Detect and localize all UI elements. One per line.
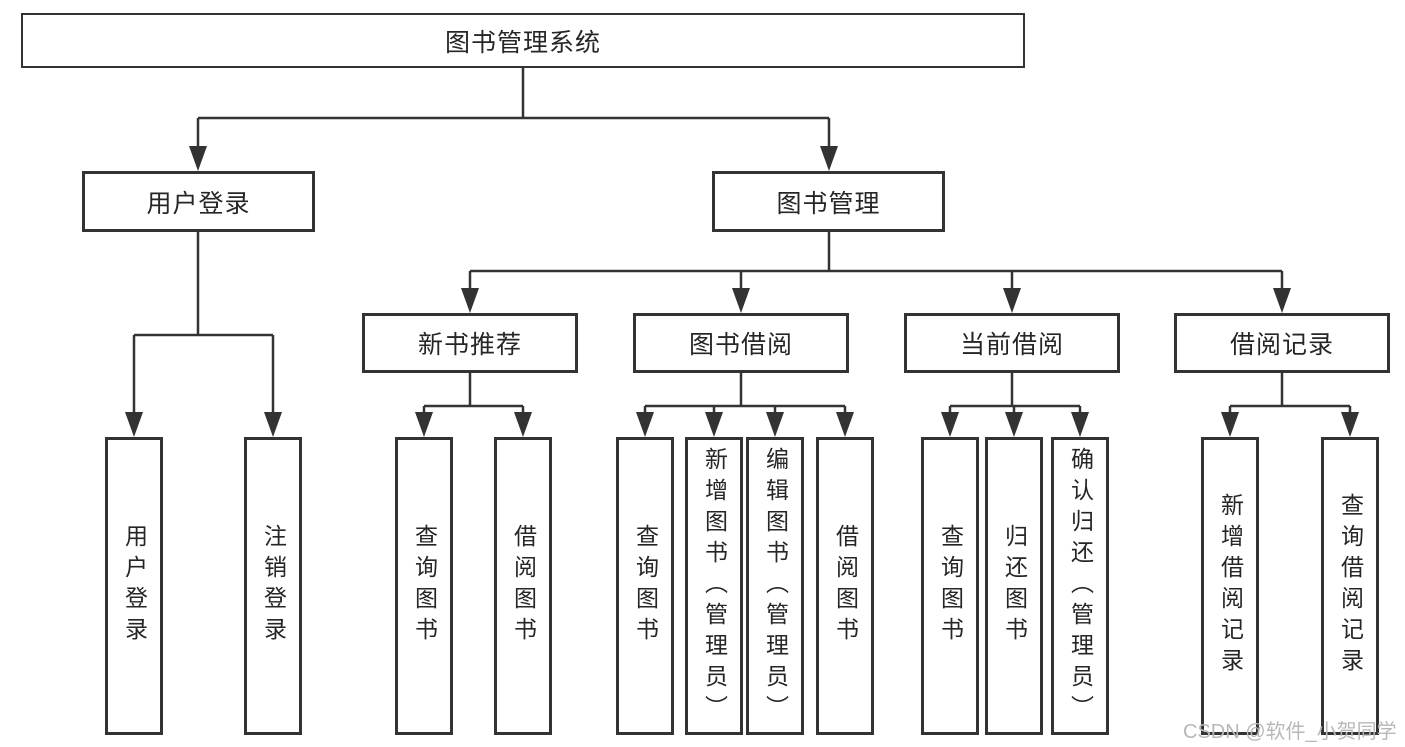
leaf-query-borrow-record: 查询借阅记录 <box>1321 437 1379 735</box>
node-book-management: 图书管理 <box>712 171 945 232</box>
node-user-login: 用户登录 <box>82 171 315 232</box>
leaf-label: 归还图书 <box>1001 524 1028 648</box>
leaf-borrow-book-recommend: 借阅图书 <box>494 437 552 735</box>
arrow-down-icon <box>189 146 207 171</box>
arrow-down-icon <box>1003 288 1021 313</box>
leaf-return-book: 归还图书 <box>985 437 1043 735</box>
arrow-down-icon <box>836 412 854 437</box>
leaf-label: 查询图书 <box>411 524 438 648</box>
node-label: 图书管理 <box>776 189 881 218</box>
leaf-label: 新增图书（管理员） <box>701 446 728 726</box>
node-current-borrowing: 当前借阅 <box>904 313 1120 373</box>
leaf-label: 查询图书 <box>937 524 964 648</box>
arrow-down-icon <box>1005 412 1023 437</box>
arrow-down-icon <box>461 288 479 313</box>
leaf-label: 借阅图书 <box>832 524 859 648</box>
node-label: 新书推荐 <box>417 331 522 359</box>
arrow-down-icon <box>705 412 723 437</box>
leaf-edit-book-admin: 编辑图书（管理员） <box>746 437 804 735</box>
leaf-borrow-book: 借阅图书 <box>816 437 874 735</box>
leaf-query-book-current: 查询图书 <box>921 437 979 735</box>
leaf-label: 注销登录 <box>260 524 287 648</box>
arrow-down-icon <box>636 412 654 437</box>
node-new-book-recommend: 新书推荐 <box>362 313 578 373</box>
arrow-down-icon <box>1273 288 1291 313</box>
arrow-down-icon <box>732 288 750 313</box>
node-label: 图书管理系统 <box>444 28 601 57</box>
arrow-down-icon <box>1341 412 1359 437</box>
leaf-confirm-return-admin: 确认归还（管理员） <box>1051 437 1109 735</box>
leaf-label: 编辑图书（管理员） <box>762 446 789 726</box>
leaf-label: 查询图书 <box>632 524 659 648</box>
leaf-add-borrow-record: 新增借阅记录 <box>1201 437 1259 735</box>
leaf-label: 借阅图书 <box>510 524 537 648</box>
node-library-management-system: 图书管理系统 <box>21 13 1025 68</box>
arrow-down-icon <box>264 412 282 437</box>
node-label: 当前借阅 <box>959 331 1064 359</box>
arrow-down-icon <box>1221 412 1239 437</box>
leaf-label: 用户登录 <box>121 524 148 648</box>
node-borrowing-records: 借阅记录 <box>1174 313 1390 373</box>
arrow-down-icon <box>514 412 532 437</box>
leaf-logout-login: 注销登录 <box>244 437 302 735</box>
leaf-label: 查询借阅记录 <box>1337 493 1364 679</box>
arrow-down-icon <box>125 412 143 437</box>
node-book-borrowing: 图书借阅 <box>633 313 849 373</box>
arrow-down-icon <box>1071 412 1089 437</box>
arrow-down-icon <box>766 412 784 437</box>
arrow-down-icon <box>820 146 838 171</box>
node-label: 图书借阅 <box>688 331 793 359</box>
leaf-query-book-recommend: 查询图书 <box>395 437 453 735</box>
leaf-user-login: 用户登录 <box>105 437 163 735</box>
node-label: 用户登录 <box>146 189 251 218</box>
arrow-down-icon <box>941 412 959 437</box>
csdn-watermark: CSDN @软件_小贺同学 <box>1183 721 1397 743</box>
leaf-add-book-admin: 新增图书（管理员） <box>685 437 743 735</box>
arrow-down-icon <box>415 412 433 437</box>
leaf-query-book-borrowing: 查询图书 <box>616 437 674 735</box>
leaf-label: 确认归还（管理员） <box>1067 446 1094 726</box>
leaf-label: 新增借阅记录 <box>1217 493 1244 679</box>
node-label: 借阅记录 <box>1229 331 1334 359</box>
